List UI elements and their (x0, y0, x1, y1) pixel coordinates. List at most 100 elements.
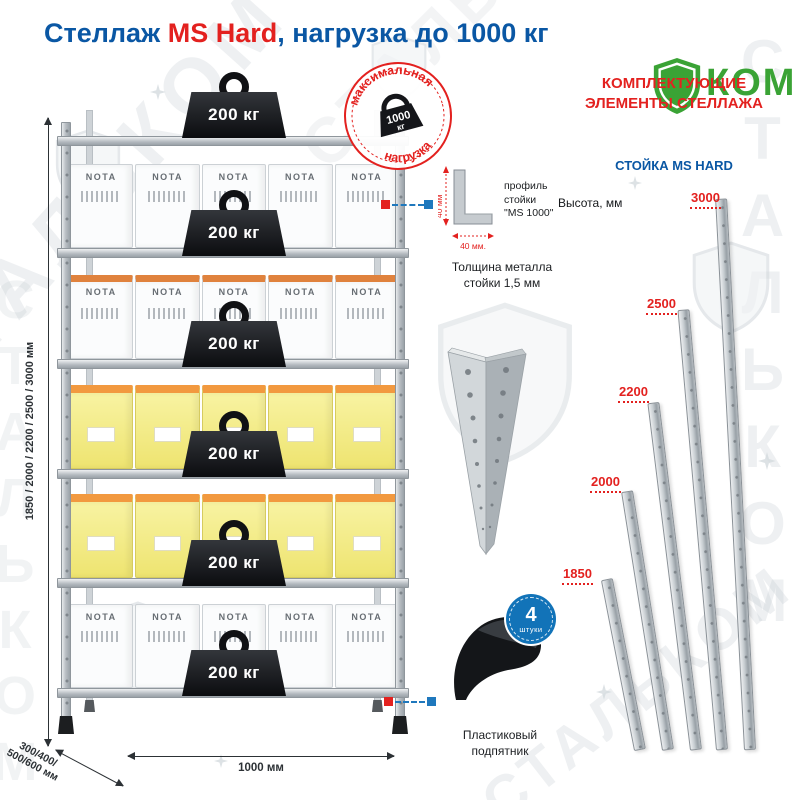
post-height-label: 2500 (646, 296, 677, 315)
barcode-lines (147, 308, 188, 319)
rack-foot (84, 700, 95, 712)
weight-icon: 200 кг (182, 299, 286, 367)
weight-load-label: 200 кг (182, 210, 286, 256)
callout-marker-blue (427, 697, 436, 706)
thickness-line2: стойки 1,5 мм (463, 275, 541, 290)
rack-foot (392, 716, 408, 734)
paper-pack (69, 385, 134, 469)
badge-number: 4 (525, 603, 537, 626)
components-heading-line1: КОМПЛЕКТУЮЩИЕ (601, 75, 747, 92)
box-brand-label: NOTA (152, 172, 184, 182)
height-dimension-line (43, 117, 52, 747)
post-profile-drawing: 40 мм 40 мм. (438, 166, 494, 251)
box-brand-label: NOTA (218, 172, 250, 182)
pack-label-patch (353, 536, 381, 551)
barcode-lines (346, 631, 387, 642)
box-brand-label: NOTA (351, 172, 383, 182)
foot-label-line2: подпятник (471, 743, 529, 758)
stamp-weight-body (380, 103, 424, 138)
badge-caption: штуки (519, 624, 543, 634)
component-post-3000 (715, 198, 756, 751)
components-subheading: СТОЙКА MS HARD (615, 158, 733, 173)
rack-foot (58, 716, 74, 734)
foot-label-line1: Пластиковый (462, 728, 538, 742)
box-brand-label: NOTA (285, 172, 316, 182)
barcode-lines (81, 191, 122, 202)
profile-label-line3: "MS 1000" (504, 207, 554, 220)
barcode-lines (346, 308, 387, 319)
sparkle-icon (628, 176, 642, 190)
metal-thickness-note: Толщина металла стойки 1,5 мм (430, 260, 574, 291)
box-brand-label: NOTA (285, 287, 316, 297)
weight-load-label: 200 кг (182, 321, 286, 367)
profile-label-line2: стойки (504, 193, 537, 206)
weight-icon: 200 кг (182, 188, 286, 256)
barcode-lines (280, 191, 321, 202)
callout-marker-red (384, 697, 393, 706)
title-part2: , нагрузка до 1000 кг (277, 18, 549, 48)
plastic-foot-label: Пластиковый подпятник (428, 728, 572, 759)
barcode-lines (280, 631, 321, 642)
shelf-level: NOTA NOTA NOTA NOTA NOTA (69, 272, 400, 359)
weight-icon: 200 кг (182, 409, 286, 477)
height-units-label: Высота, мм (558, 196, 623, 210)
weight-load-label: 200 кг (182, 92, 286, 138)
pack-label-patch (153, 536, 182, 551)
components-heading-line2: ЭЛЕМЕНТЫ СТЕЛЛАЖА (585, 95, 763, 113)
box-brand-label: NOTA (85, 172, 117, 182)
pack-label-patch (286, 536, 315, 551)
profile-label-line1: профиль (504, 180, 548, 192)
callout-line (395, 701, 425, 703)
pack-label-patch (286, 427, 315, 442)
box-brand-label: NOTA (218, 287, 250, 297)
watermark-text: СТАЛЬКОМ (0, 270, 45, 798)
post-height-label: 2200 (618, 384, 649, 403)
barcode-lines (81, 631, 122, 642)
pack-label-patch (87, 427, 115, 442)
thickness-line1: Толщина металла (451, 260, 553, 274)
pack-label-patch (153, 427, 182, 442)
title-part1: Стеллаж (44, 18, 168, 48)
page-title: Стеллаж MS Hard, нагрузка до 1000 кг (44, 18, 549, 49)
angle-post-image (447, 347, 527, 556)
brand-text-fragment: КОМ (706, 62, 797, 104)
weight-load-label: 200 кг (182, 431, 286, 477)
paper-pack (334, 385, 400, 469)
pack-label-patch (87, 536, 115, 551)
box-brand-label: NOTA (85, 287, 117, 297)
rack-foot (372, 700, 383, 712)
box-brand-label: NOTA (218, 612, 250, 622)
sparkle-icon (758, 452, 776, 470)
box-brand-label: NOTA (152, 287, 184, 297)
stamp-weight-unit: кг (396, 121, 407, 133)
box: NOTA (334, 604, 400, 688)
width-dimension-line (127, 751, 395, 760)
box-brand-label: NOTA (152, 612, 184, 622)
profile-dim-vertical: 40 мм (438, 194, 444, 218)
width-dimension-label: 1000 мм (238, 762, 284, 774)
box-brand-label: NOTA (85, 612, 117, 622)
sparkle-icon (596, 684, 612, 700)
box-brand-label: NOTA (351, 612, 383, 622)
barcode-lines (346, 191, 387, 202)
brand-shield-icon (653, 58, 701, 114)
weight-icon: 200 кг (182, 518, 286, 586)
callout-marker-blue (424, 200, 433, 209)
profile-dim-horizontal: 40 мм. (460, 241, 486, 251)
components-heading: КОМПЛЕКТУЮЩИЕ ЭЛЕМЕНТЫ СТЕЛЛАЖА (556, 74, 792, 115)
weight-icon: 200 кг (182, 70, 286, 138)
paper-pack (69, 494, 134, 578)
barcode-lines (280, 308, 321, 319)
box: NOTA (334, 275, 400, 359)
callout-line (392, 204, 424, 206)
rack-front-post (395, 122, 405, 718)
profile-label: профиль стойки "MS 1000" (504, 180, 553, 221)
barcode-lines (81, 308, 122, 319)
rack-front-post (61, 122, 71, 718)
callout-marker-red (381, 200, 390, 209)
height-dimension-label: 1850 / 2000 / 2200 / 2500 / 3000 мм (24, 341, 36, 521)
weight-load-label: 200 кг (182, 650, 286, 696)
post-height-label: 2000 (590, 474, 621, 493)
